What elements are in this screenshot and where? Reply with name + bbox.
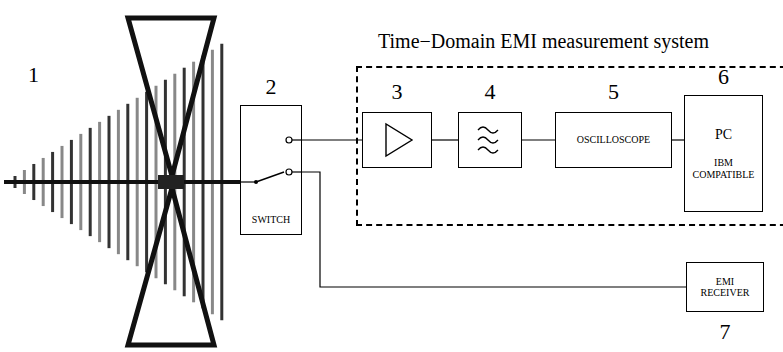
bowtie-lower <box>128 188 214 345</box>
block-box: 4 <box>458 112 522 168</box>
antenna-hub <box>158 175 184 189</box>
signal-wire <box>672 139 684 140</box>
switch-symbol <box>241 137 302 184</box>
callout-number: 5 <box>556 79 671 105</box>
callout-number: 6 <box>685 64 762 90</box>
signal-wire <box>302 172 686 287</box>
block-box: 3 <box>362 112 432 168</box>
signal-wire <box>522 139 555 140</box>
box-label: IBM COMPATIBLE <box>692 157 756 180</box>
antenna-boom <box>4 180 240 184</box>
filter-symbol <box>478 127 498 153</box>
block-box: 5OSCILLOSCOPE <box>555 112 672 168</box>
bowtie-upper <box>128 18 214 176</box>
block-box: Time−Domain EMI measurement system345OSC… <box>356 66 783 226</box>
callout-number: 3 <box>363 79 431 105</box>
callout-number: 7 <box>687 319 763 345</box>
signal-wire <box>302 139 362 140</box>
box-label: SWITCH <box>252 214 290 226</box>
block-box: 6PCIBM COMPATIBLE <box>684 95 763 212</box>
signal-wire <box>432 139 458 140</box>
block-box: EMI RECEIVER7 <box>686 262 764 312</box>
block-box: 2SWITCH <box>240 105 302 235</box>
group-title: Time−Domain EMI measurement system <box>378 30 709 53</box>
callout-number: 4 <box>459 79 521 105</box>
box-label: EMI RECEIVER <box>692 276 758 299</box>
amplifier-symbol <box>386 124 412 156</box>
callout-number: 2 <box>241 74 301 100</box>
callout-number: 1 <box>28 62 39 88</box>
box-label: OSCILLOSCOPE <box>577 134 650 146</box>
box-label: PC <box>715 127 732 143</box>
